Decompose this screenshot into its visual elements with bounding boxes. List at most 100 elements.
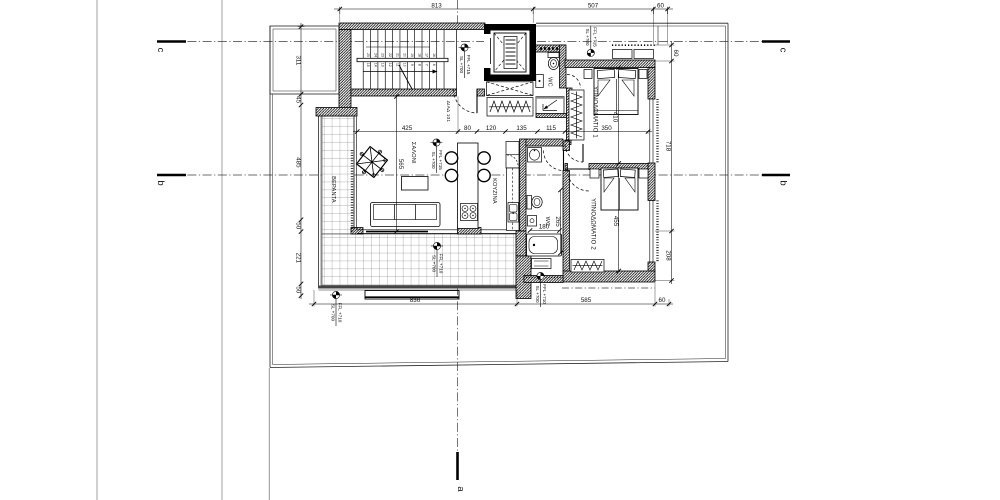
room-labels: ΣΑΛΟΝΙ ΚΟΥΖΙΝΑ ΒΕΡΑΝΤΑ ΥΠΝΟΔΩΜΑΤΙΟ 1 ΥΠΝ… xyxy=(330,77,598,250)
wall-bed1-top xyxy=(564,59,656,68)
living-furniture xyxy=(355,145,441,227)
bathroom-door xyxy=(543,150,565,171)
label-hall: ΔΙΑΔ 101 xyxy=(445,101,451,123)
svg-text:15: 15 xyxy=(366,63,370,67)
dim-bedroom1 xyxy=(616,64,622,167)
sofa xyxy=(370,202,441,227)
stair-terrace xyxy=(269,25,340,95)
svg-text:410: 410 xyxy=(612,112,619,123)
svg-text:FFL +710: FFL +710 xyxy=(542,284,547,304)
doors xyxy=(453,74,590,192)
bedroom2-furniture xyxy=(589,167,649,211)
plant xyxy=(355,145,389,179)
svg-text:507: 507 xyxy=(588,2,599,9)
dim-right xyxy=(655,41,675,284)
svg-text:22: 22 xyxy=(388,53,392,57)
wall-veranda-end xyxy=(515,230,527,257)
dim-top xyxy=(334,6,673,44)
dining-chairs xyxy=(444,151,491,183)
svg-text:6: 6 xyxy=(432,64,436,66)
lift xyxy=(484,24,536,81)
svg-text:485: 485 xyxy=(295,157,302,168)
svg-text:FFL +710: FFL +710 xyxy=(439,254,444,274)
bedroom1-door xyxy=(564,143,584,163)
svg-text:17: 17 xyxy=(425,53,429,57)
svg-text:21: 21 xyxy=(395,53,399,57)
dimensions xyxy=(297,6,675,307)
window-living-west xyxy=(350,116,357,232)
dim-bath-wall xyxy=(557,187,564,256)
nightstand xyxy=(638,168,649,179)
chair xyxy=(444,168,459,183)
wall-veranda-col-top xyxy=(315,107,358,117)
svg-text:425: 425 xyxy=(402,125,413,132)
wall-kitchen-bath xyxy=(519,138,527,232)
wall-stair-top xyxy=(338,22,486,30)
svg-text:135: 135 xyxy=(516,125,527,132)
wall-bath-top xyxy=(525,138,564,147)
svg-text:718: 718 xyxy=(664,141,671,152)
wall-bath-right-b xyxy=(562,170,570,272)
chair xyxy=(477,168,491,183)
veranda-floor xyxy=(318,107,517,291)
bedroom2-door xyxy=(566,168,590,192)
bedroom1-furniture xyxy=(583,68,648,115)
stair-step-numbers: 25 24 23 22 21 20 19 18 17 16 15 14 13 1… xyxy=(366,53,436,67)
svg-text:115: 115 xyxy=(546,125,556,132)
svg-text:8: 8 xyxy=(417,64,421,66)
level-marker-bath: FFL +710 SL +700 xyxy=(535,272,547,307)
svg-text:60: 60 xyxy=(657,2,664,9)
svg-text:12: 12 xyxy=(388,63,392,67)
wall-right-a xyxy=(647,67,656,100)
svg-text:SL +700: SL +700 xyxy=(585,28,590,46)
window-living-south xyxy=(357,229,458,234)
svg-text:13: 13 xyxy=(381,63,385,67)
grid-label-c-right: c xyxy=(777,48,788,53)
grid-labels: c c b b a xyxy=(155,48,789,493)
svg-text:455: 455 xyxy=(612,216,619,227)
wc-top-fixtures xyxy=(547,52,560,70)
washing-machine xyxy=(531,258,552,269)
chair xyxy=(477,151,491,165)
svg-text:60: 60 xyxy=(672,50,679,57)
staircase xyxy=(356,29,457,90)
toilet-tank-2 xyxy=(526,195,532,210)
svg-text:7: 7 xyxy=(425,64,429,66)
wall-cabinet-bottom xyxy=(535,113,568,118)
svg-text:FFL +715: FFL +715 xyxy=(438,150,443,170)
svg-text:SL +700: SL +700 xyxy=(431,151,436,169)
sheet-fold-lines xyxy=(96,0,270,500)
svg-text:SL +700: SL +700 xyxy=(330,304,335,322)
dimension-texts: 813 507 60 311 45 485 50 221 50 60 718 2… xyxy=(295,2,679,304)
label-bedroom2: ΥΠΝΟΔΩΜΑΤΙΟ 2 xyxy=(589,198,595,250)
svg-text:45: 45 xyxy=(295,96,302,103)
chair xyxy=(444,151,459,165)
toilet-tank xyxy=(547,52,560,58)
level-marker-corridor: FFL +715 SL +700 xyxy=(585,26,597,57)
wall-bottom-bed2 xyxy=(562,270,656,283)
dim-living xyxy=(393,93,400,235)
svg-text:18: 18 xyxy=(417,53,421,57)
wall-right-b xyxy=(647,162,656,201)
svg-text:836: 836 xyxy=(410,297,421,304)
grid-label-a-bottom: a xyxy=(455,486,466,492)
svg-text:25: 25 xyxy=(366,53,370,57)
label-kitchen: ΚΟΥΖΙΝΑ xyxy=(491,178,497,204)
grid-label-b-left: b xyxy=(155,180,166,185)
svg-text:50: 50 xyxy=(295,222,302,229)
svg-text:120: 120 xyxy=(486,125,497,132)
svg-text:813: 813 xyxy=(431,2,442,9)
svg-text:SL +700: SL +700 xyxy=(459,56,464,74)
dim-bedroom2 xyxy=(616,169,622,274)
level-marker-living: FFL +715 SL +700 xyxy=(430,138,443,173)
svg-text:FFL +715: FFL +715 xyxy=(466,55,471,75)
dim-bath-width xyxy=(527,227,563,234)
windows xyxy=(350,47,659,262)
entrance-door xyxy=(453,89,478,114)
label-wc-top: WC xyxy=(546,77,552,87)
wall-bed-divider-l xyxy=(564,163,568,170)
svg-text:180: 180 xyxy=(539,224,550,231)
label-living: ΣΑΛΟΝΙ xyxy=(410,142,416,164)
level-marker-stair: FFL +715 SL +700 xyxy=(458,43,471,78)
